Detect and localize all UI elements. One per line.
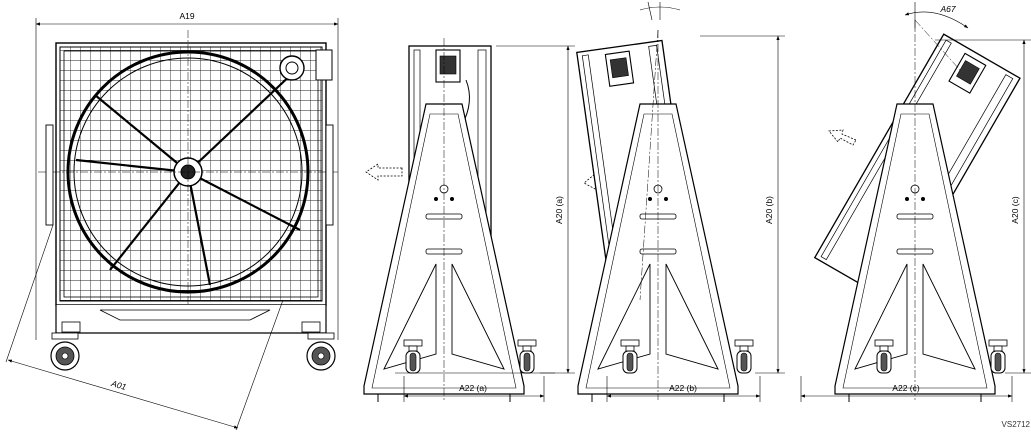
drawing-code: VS2712 xyxy=(1002,420,1031,429)
side-view-c: A67 A20 (c) A22 (c) xyxy=(800,2,1031,403)
dimension-label-a20-b: A20 (b) xyxy=(764,196,774,224)
dimension-label-a22-c: A22 (c) xyxy=(892,383,920,393)
caster-wheel xyxy=(306,332,336,371)
dimension-label-a20-c: A20 (c) xyxy=(1010,196,1020,224)
dimension-label-a19: A19 xyxy=(179,11,194,21)
caster-wheel xyxy=(50,332,80,371)
side-view-b: A20 (b) A22 (b) xyxy=(576,1,785,403)
dimension-label-a67: A67 xyxy=(939,4,955,14)
front-view: A19 xyxy=(5,11,339,431)
airflow-arrow xyxy=(365,163,403,181)
side-view-a: A20 (a) A22 (a) xyxy=(363,38,575,403)
dimension-label-a22-b: A22 (b) xyxy=(669,383,697,393)
airflow-arrow xyxy=(828,129,857,146)
dimension-label-a01: A01 xyxy=(109,378,128,392)
dimension-label-a20-a: A20 (a) xyxy=(554,196,564,224)
dimension-label-a22-a: A22 (a) xyxy=(459,383,487,393)
